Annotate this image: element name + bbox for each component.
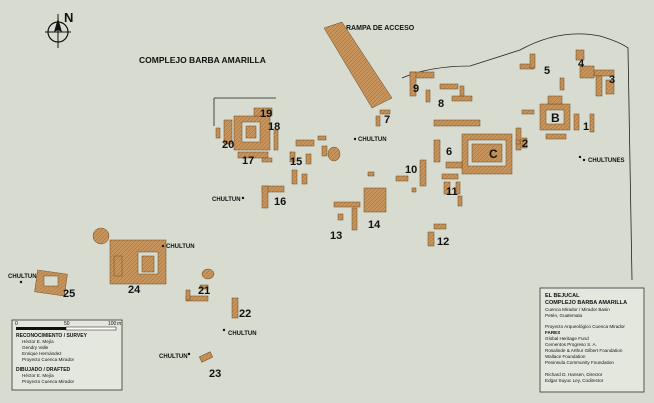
project-name: Proyecto Arqueológico Cuenca Mirador — [545, 324, 625, 329]
mound-17 — [237, 151, 269, 159]
structure-number: 16 — [274, 196, 286, 208]
sponsor: Wallace Foundation — [545, 354, 586, 359]
scale-start: 0 — [15, 321, 18, 327]
access-ramp — [323, 21, 393, 109]
chultun-markers: CHULTUN CHULTUN CHULTUN CHULTUN CHULTUN … — [8, 137, 625, 360]
chultunes-label: CHULTUNES — [588, 158, 625, 164]
structure-number: 11 — [446, 186, 458, 198]
structure-number: 8 — [438, 98, 444, 110]
structure-number: 5 — [544, 65, 550, 77]
structure-number: 4 — [578, 58, 585, 70]
boundary-line-west — [213, 97, 276, 126]
mound-20 — [223, 119, 233, 145]
boundary-line — [401, 33, 633, 281]
basin-name: Cuenca Mirador / Mirador Basin — [545, 307, 610, 312]
survey-header: RECONOCIMIENTO / SURVEY — [16, 333, 88, 339]
structure-number: 3 — [609, 74, 615, 86]
structure-number: 14 — [368, 219, 381, 231]
structure-number: 6 — [446, 146, 452, 158]
structure-number: 2 — [522, 138, 528, 150]
structure-labels: 1 2 3 4 5 6 7 8 9 10 11 12 13 14 15 16 1… — [63, 58, 615, 380]
structure-number: 21 — [198, 285, 210, 297]
structure-number: 1 — [583, 121, 589, 133]
director: Richard D. Hansen, Director — [545, 372, 603, 377]
structure-number: 24 — [128, 284, 141, 296]
survey-name: Enrique Hernández — [22, 351, 62, 356]
drafted-header: DIBUJADO / DRAFTED — [16, 367, 71, 373]
chultun-label: CHULTUN — [159, 354, 188, 360]
fares-label: FARES — [545, 330, 560, 335]
info-box: EL BEJUCAL COMPLEJO BARBA AMARILLA Cuenc… — [539, 287, 645, 393]
structure-number: 13 — [330, 230, 342, 242]
group-label-c: C — [489, 147, 498, 161]
structure-number: 22 — [239, 308, 251, 320]
site-name: EL BEJUCAL — [545, 293, 580, 299]
chultun-label: CHULTUN — [358, 137, 387, 143]
chultun-label: CHULTUN — [8, 274, 37, 280]
complex-title: COMPLEJO BARBA AMARILLA — [139, 55, 266, 65]
survey-name: Héctor E. Mejía — [22, 339, 54, 344]
chultun-label: CHULTUN — [212, 197, 241, 203]
credits-box: 0 50 100 m RECONOCIMIENTO / SURVEY Hécto… — [11, 319, 123, 391]
scale-mid: 50 — [64, 321, 70, 327]
sponsor: Rosalinde & Arthur Gilbert Foundation — [545, 348, 623, 353]
codirector: Edgar Suyuc Ley, Codirector — [545, 378, 604, 383]
scale-unit: m — [117, 321, 121, 327]
structure-number: 9 — [413, 83, 419, 95]
structure-number: 15 — [290, 156, 302, 168]
structure-number: 10 — [405, 164, 417, 176]
structure-number: 18 — [268, 121, 280, 133]
structure-number: 17 — [242, 155, 254, 167]
survey-name: Proyecto Cuenca Mirador — [22, 357, 75, 362]
structure-number: 20 — [222, 139, 234, 151]
chultun-label: CHULTUN — [228, 331, 257, 337]
sponsor: Global Heritage Fund — [545, 336, 589, 341]
structure-number: 7 — [384, 114, 390, 126]
drafted-name: Héctor E. Mejía — [22, 373, 54, 378]
sponsor: Cementos Progreso S. A. — [545, 342, 597, 347]
structure-number: 12 — [437, 236, 449, 248]
group-label-b: B — [551, 111, 560, 125]
structure-number: 23 — [209, 368, 221, 380]
structure-number: 19 — [260, 108, 272, 120]
north-arrow-icon: N — [45, 10, 73, 48]
mound-19 — [253, 107, 273, 117]
region-name: Petén, Guatemala — [545, 313, 582, 318]
mound-14 — [363, 187, 387, 213]
complex-name: COMPLEJO BARBA AMARILLA — [545, 300, 627, 306]
north-label: N — [64, 10, 73, 25]
structures-layer — [34, 49, 615, 363]
sponsor: Peninsula Community Foundation — [545, 360, 614, 365]
ramp-label: RAMPA DE ACCESO — [346, 25, 415, 32]
chultun-label: CHULTUN — [166, 244, 195, 250]
drafted-name: Proyecto Cuenca Mirador — [22, 379, 75, 384]
survey-name: Gendry Valle — [22, 345, 49, 350]
scale-end: 100 — [108, 321, 117, 327]
structure-number: 25 — [63, 288, 75, 300]
